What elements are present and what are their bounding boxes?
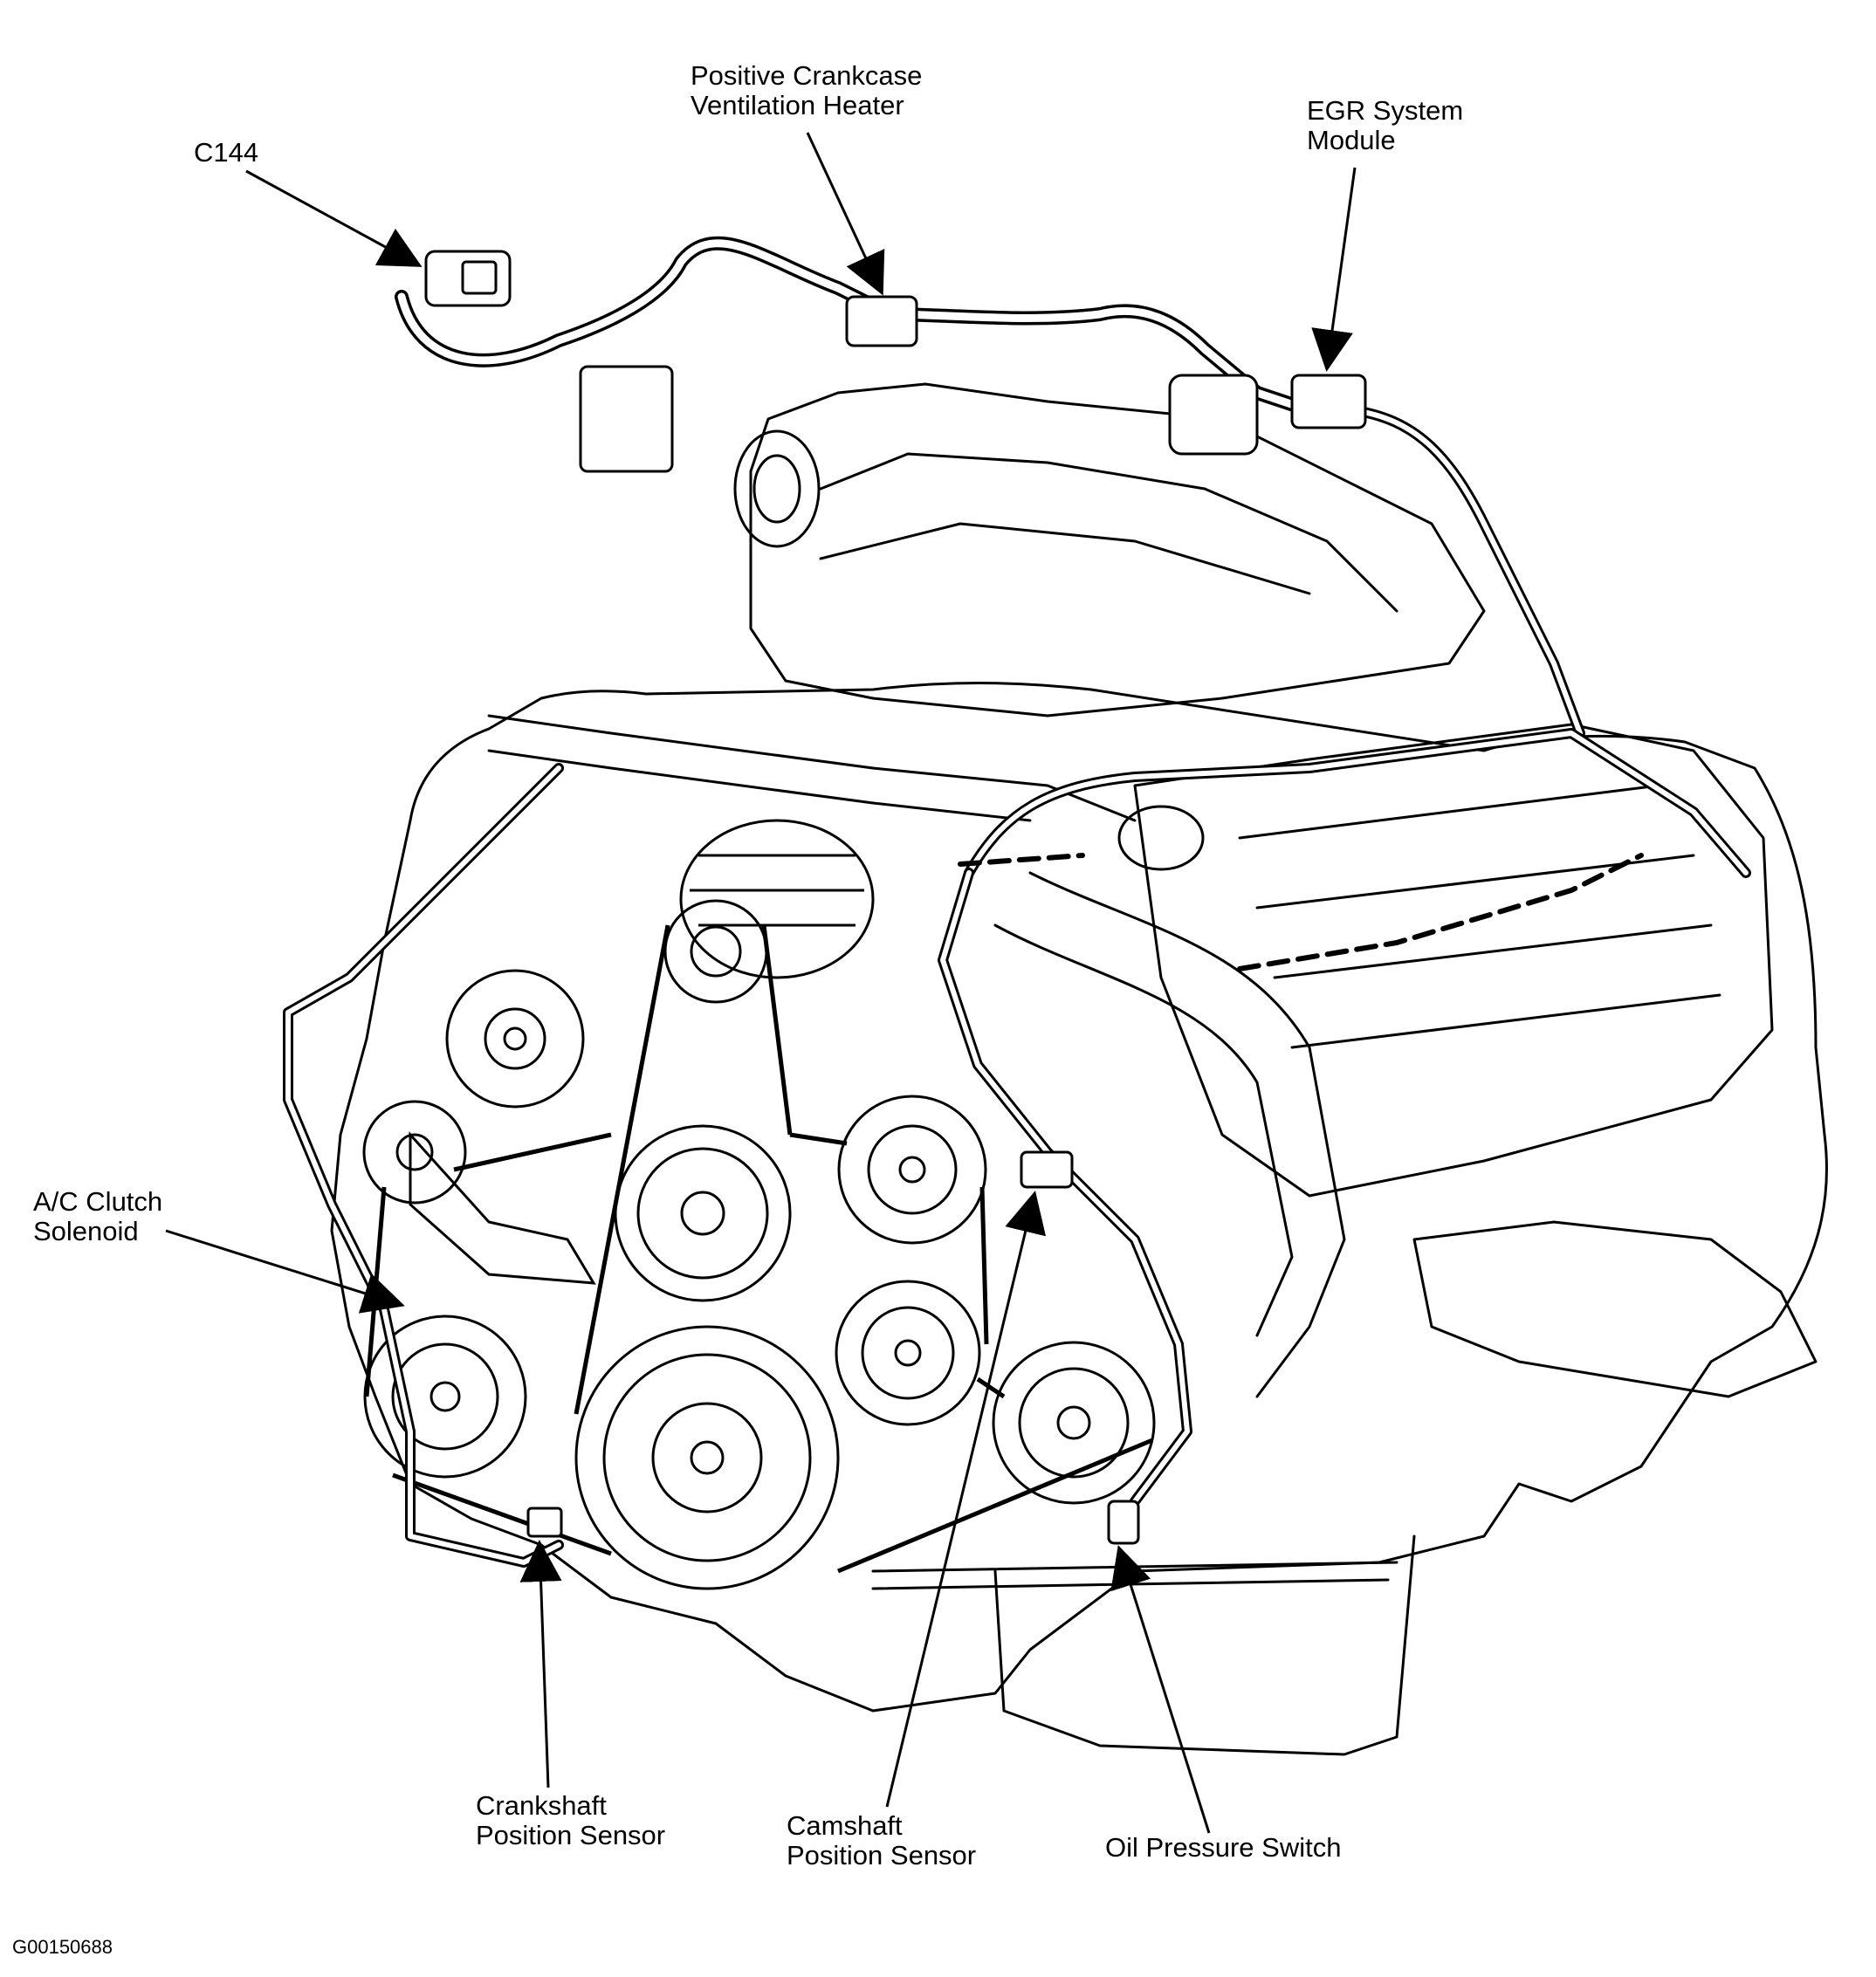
callout-egr-module-line-2: Module [1307,125,1396,155]
oil-pressure-switch-body [1107,1500,1140,1545]
oil-pan [993,1534,1416,1756]
c144-leader [245,169,423,267]
ckp-sensor-leader [519,1540,562,1788]
ac-clutch-leader [165,1229,405,1314]
engine-block-outline [330,682,1828,1713]
callout-ckp-sensor: Crankshaft Position Sensor [476,1791,665,1850]
oil-switch-leader [1110,1545,1211,1834]
callout-c144: C144 [194,138,258,168]
figure-id: G00150688 [12,1936,113,1958]
harness-front-drop-core [940,870,1190,1504]
power-steering-pulley [992,1341,1156,1505]
callout-c144-line-1: C144 [194,137,259,168]
alternator-body [679,819,875,979]
upper-radiator-hose-edge [993,923,1294,1337]
ckp-sensor-body [526,1507,563,1538]
tensioner-pulley [445,969,585,1109]
ac-compressor-clutch [363,1315,527,1479]
callout-pcv-heater: Positive Crankcase Ventilation Heater [691,61,922,120]
callout-cmp-sensor-line-2: Position Sensor [787,1840,977,1871]
harness-bracket-connector [579,365,674,473]
egr-module-connector [1290,374,1367,429]
throttle-body [733,429,821,548]
cmp-sensor-leader [885,1191,1047,1808]
coolant-crossover-tube-lower [487,749,1032,822]
egr-module-body [1168,374,1259,456]
throttle-body-bore [752,454,801,524]
harness-hidden-dashed [958,853,1644,971]
idler-pulley-upper [837,1095,987,1245]
cmp-sensor-connector [1020,1150,1074,1189]
callout-ckp-sensor-line-1: Crankshaft [476,1790,607,1821]
harness-egr-branch-core [1350,408,1583,736]
callout-cmp-sensor: Camshaft Position Sensor [787,1811,976,1871]
intake-manifold [749,382,1486,717]
callout-ac-clutch-line-1: A/C Clutch [33,1186,163,1217]
callout-cmp-sensor-line-1: Camshaft [787,1810,903,1841]
water-pump-pulley [614,1124,792,1302]
tensioner-arm [409,1131,596,1285]
crankshaft-pulley [574,1325,840,1590]
callout-oil-switch-line-1: Oil Pressure Switch [1105,1832,1342,1863]
alternator-pulley [663,899,768,1004]
exhaust-manifold [1412,1220,1818,1398]
egr-module-leader [1311,167,1357,372]
valve-cover-right [1133,723,1774,1198]
callout-pcv-heater-line-1: Positive Crankcase [691,60,923,91]
idler-pulley-middle [835,1280,981,1426]
harness-right-loop-core [966,731,1749,875]
callout-ac-clutch-line-2: Solenoid [33,1216,139,1246]
coolant-crossover-tube [487,714,1137,822]
idler-pulley-left [362,1100,467,1205]
oil-pan-flange [871,1561,1398,1590]
c144-connector-latch [461,260,498,295]
callout-pcv-heater-line-2: Ventilation Heater [691,90,904,120]
valve-cover-ribs [1238,784,1721,1049]
callout-ckp-sensor-line-2: Position Sensor [476,1820,666,1850]
pcv-heater-connector [845,295,918,347]
pcv-heater-leader [806,132,885,296]
callout-egr-module: EGR System Module [1307,96,1463,155]
oil-filler-cap [1117,805,1205,871]
upper-radiator-hose [1028,871,1346,1398]
callout-ac-clutch: A/C Clutch Solenoid [33,1187,162,1246]
callout-egr-module-line-1: EGR System [1307,95,1464,126]
harness-egr-branch [1348,405,1585,738]
callout-oil-switch: Oil Pressure Switch [1105,1833,1341,1863]
harness-top-core [397,239,1314,415]
intake-plenum-ridge [819,452,1398,613]
